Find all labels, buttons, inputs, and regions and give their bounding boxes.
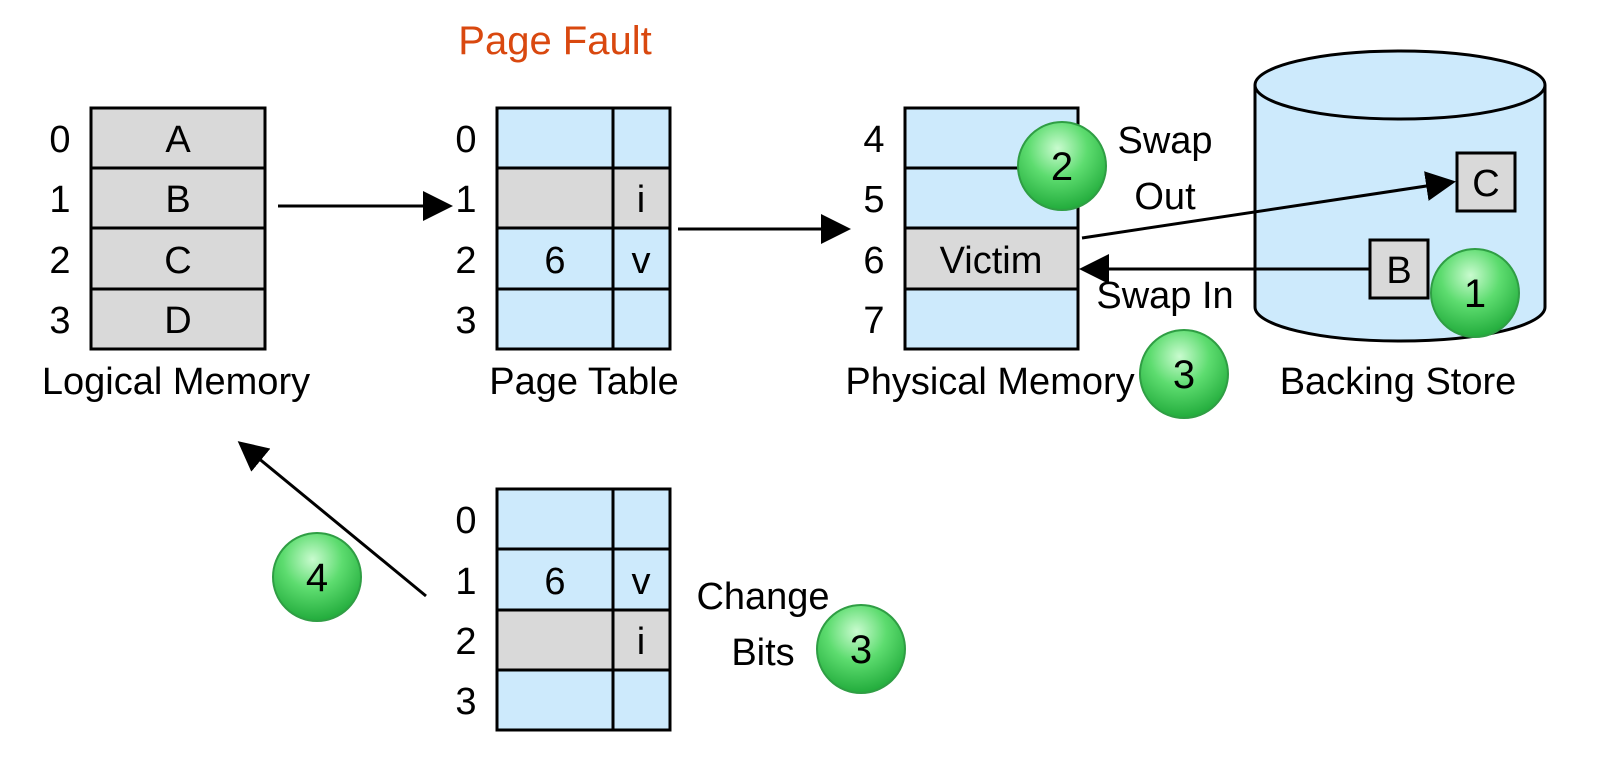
step-badge-number: 1	[1464, 272, 1486, 316]
swap-in-label: Swap In	[1096, 275, 1233, 317]
logical-memory-page: B	[165, 179, 190, 221]
backing-store-cylinder-top	[1253, 49, 1547, 121]
arrow-restart-instruction	[237, 441, 427, 598]
page-title: Page Fault	[458, 19, 651, 63]
logical-memory-row-0: 0 A	[49, 106, 267, 170]
updated-page-table: 0 1 6 v 2 i 3	[455, 487, 672, 732]
physical-memory-content: Victim	[940, 240, 1043, 282]
page-table-bit: i	[637, 179, 645, 221]
logical-memory-row-2: 2 C	[49, 226, 267, 291]
logical-memory-page: A	[165, 119, 191, 161]
logical-memory-index: 0	[49, 119, 70, 161]
step-badge-number: 3	[1173, 353, 1195, 397]
step-badge-3-change-bits: 3	[816, 604, 906, 694]
logical-memory-page: C	[164, 240, 191, 282]
logical-memory-page: D	[164, 300, 191, 342]
step-badge-number: 3	[850, 628, 872, 672]
physical-memory-index: 7	[863, 300, 884, 342]
swap-out-label: Out	[1134, 176, 1196, 218]
updated-page-table-row-3: 3	[455, 668, 672, 732]
logical-memory: 0 A 1 B 2 C 3 D Logical Memory	[42, 106, 310, 403]
updated-page-table-row-0: 0	[455, 487, 672, 551]
updated-page-table-frame: 6	[544, 561, 565, 603]
page-table-frame: 6	[544, 240, 565, 282]
step-badge-1: 1	[1430, 248, 1520, 338]
logical-memory-index: 3	[49, 300, 70, 342]
physical-memory-index: 5	[863, 179, 884, 221]
step-badge-number: 2	[1051, 145, 1073, 189]
page-table-label: Page Table	[489, 361, 678, 403]
change-bits-label: Change	[696, 576, 829, 618]
physical-memory-label: Physical Memory	[845, 361, 1134, 403]
page-table-row-0: 0	[455, 106, 672, 170]
step-badge-2: 2	[1017, 121, 1107, 211]
page-table-row-1: 1 i	[455, 166, 672, 230]
physical-memory-row-7: 7	[863, 287, 1080, 351]
page-table-index: 0	[455, 119, 476, 161]
logical-memory-label: Logical Memory	[42, 361, 310, 403]
page-table-row-2: 2 6 v	[455, 226, 672, 291]
swap-out-label: Swap	[1117, 120, 1212, 162]
backing-store-page-b: B	[1368, 238, 1430, 300]
page-table-index: 2	[455, 240, 476, 282]
page-table-bit: v	[632, 240, 651, 282]
arrow-swap-out	[1081, 171, 1456, 240]
updated-page-table-row-2: 2 i	[455, 608, 672, 672]
updated-page-table-index: 2	[455, 621, 476, 663]
step-badge-4: 4	[272, 532, 362, 622]
logical-memory-row-1: 1 B	[49, 166, 267, 230]
updated-page-table-index: 0	[455, 500, 476, 542]
updated-page-table-index: 1	[455, 561, 476, 603]
logical-memory-index: 1	[49, 179, 70, 221]
backing-store-label: Backing Store	[1280, 361, 1517, 403]
page-table-row-3: 3	[455, 287, 672, 351]
change-bits-label: Bits	[731, 632, 794, 674]
physical-memory-index: 6	[863, 240, 884, 282]
step-badge-number: 4	[306, 556, 328, 600]
logical-memory-index: 2	[49, 240, 70, 282]
logical-memory-row-3: 3 D	[49, 287, 267, 351]
physical-memory-index: 4	[863, 119, 884, 161]
backing-store-page-label: B	[1386, 250, 1411, 292]
page-table-index: 1	[455, 179, 476, 221]
page-table: 0 1 i 2 6 v 3 Page Table	[455, 106, 679, 403]
physical-memory-row-6: 6 Victim	[863, 226, 1080, 291]
updated-page-table-bit: v	[632, 561, 651, 603]
updated-page-table-index: 3	[455, 681, 476, 723]
backing-store: C B Backing Store	[1253, 49, 1547, 403]
updated-page-table-bit: i	[637, 621, 645, 663]
updated-page-table-row-1: 1 6 v	[455, 547, 672, 612]
backing-store-page-c: C	[1455, 151, 1517, 213]
page-table-index: 3	[455, 300, 476, 342]
step-badge-3-swap: 3	[1139, 329, 1229, 419]
backing-store-page-label: C	[1472, 163, 1499, 205]
